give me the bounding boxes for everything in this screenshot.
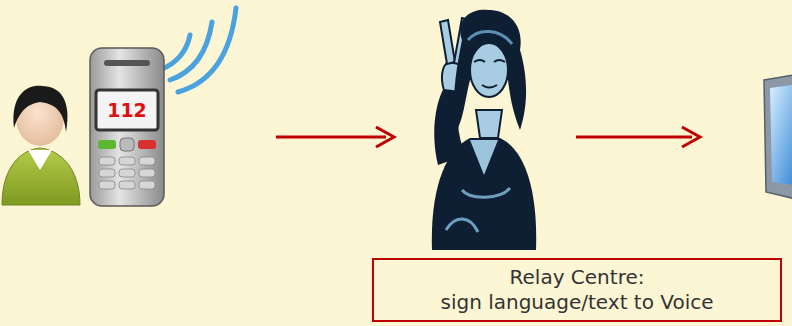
interpreter-illustration: [432, 10, 536, 250]
phone-body: [90, 48, 164, 206]
relay-centre-box: Relay Centre:sign language/text to Voice: [372, 258, 782, 322]
key: [139, 157, 155, 165]
end-button: [138, 140, 156, 149]
call-button: [98, 140, 116, 149]
phone-screen: [96, 90, 158, 130]
hair-highlight: [468, 31, 512, 44]
key: [99, 181, 115, 189]
signal-wave: [178, 8, 236, 92]
person-hair: [13, 86, 67, 132]
key: [119, 157, 135, 165]
monitor-screen: [770, 84, 792, 186]
arrow-shaft: [276, 136, 386, 139]
signal-wave: [170, 22, 212, 80]
arrow-head: [376, 127, 394, 147]
phone-speaker: [104, 60, 150, 66]
interpreter-collar: [470, 140, 498, 175]
mobile-phone: [90, 8, 236, 206]
box-heading: Relay Centre:: [510, 265, 645, 290]
coat-highlight: [446, 219, 478, 232]
arrow-shaft: [576, 136, 692, 139]
interpreter-neck: [476, 110, 502, 138]
flow-arrow: [576, 127, 700, 147]
person-collar: [28, 150, 52, 170]
flow-arrow: [276, 127, 394, 147]
emergency-number: 112: [98, 92, 156, 128]
person-body: [2, 148, 80, 205]
key: [139, 181, 155, 189]
key: [139, 169, 155, 177]
box-text: sign language/text to Voice: [440, 290, 713, 315]
keypad: [99, 157, 155, 189]
key: [99, 157, 115, 165]
key: [99, 169, 115, 177]
interpreter-eyes: [474, 60, 505, 62]
computer-monitor: [764, 74, 792, 200]
coat-highlight: [462, 188, 510, 197]
monitor-frame: [764, 74, 792, 200]
arrow-head: [682, 127, 700, 147]
finger: [440, 20, 455, 64]
interpreter-face: [470, 43, 508, 97]
nav-button: [120, 138, 134, 151]
person-icon: [2, 86, 80, 205]
key: [119, 181, 135, 189]
interpreter-mouth: [482, 85, 497, 88]
key: [119, 169, 135, 177]
